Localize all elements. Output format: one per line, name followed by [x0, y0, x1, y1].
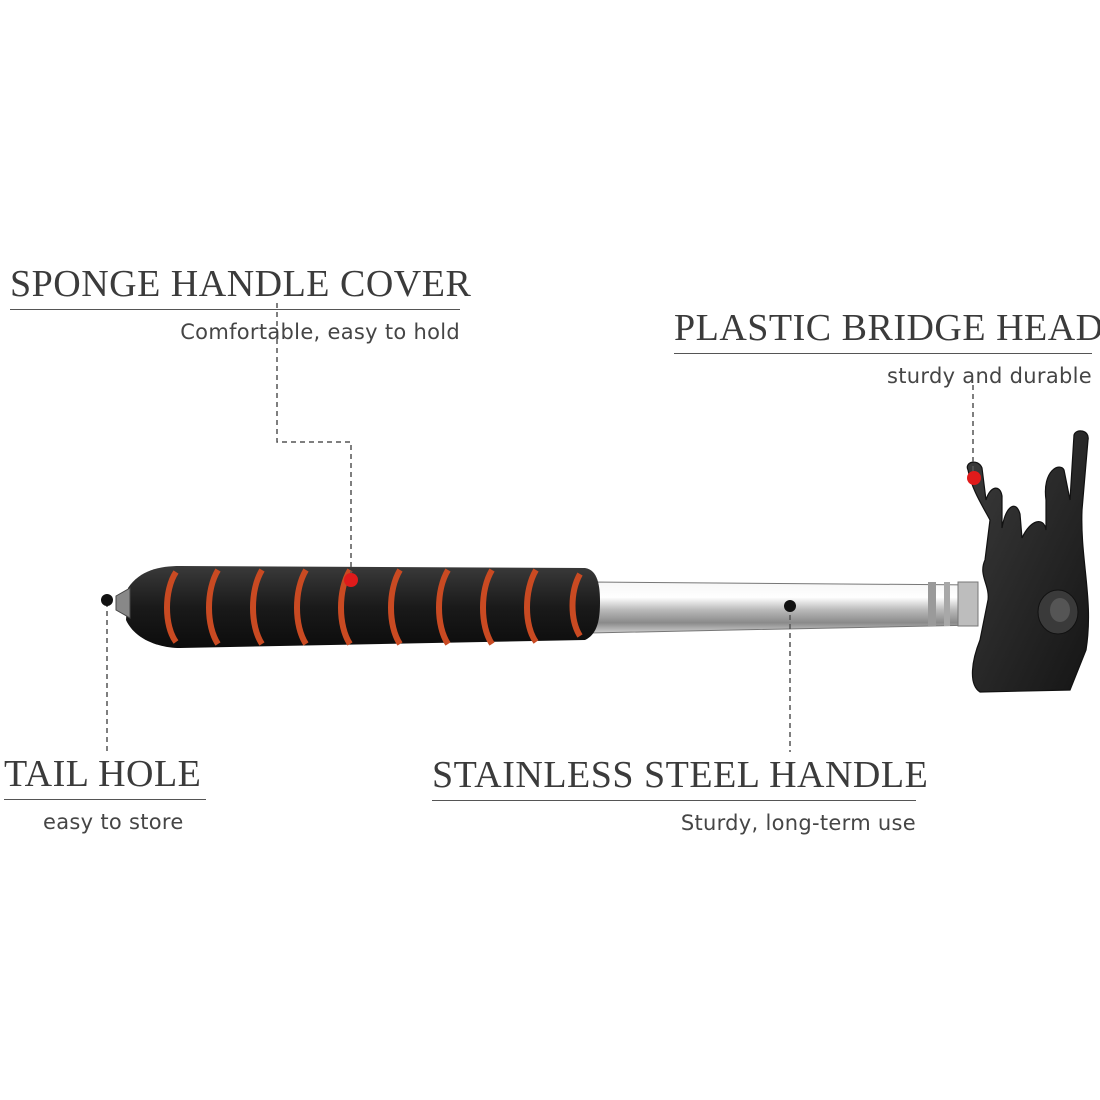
sponge-grip-icon: [126, 566, 600, 648]
sponge-marker-dot: [344, 573, 358, 587]
callout-title: PLASTIC BRIDGE HEAD: [674, 307, 1100, 349]
callout-underline: [674, 353, 1092, 354]
callout-underline: [4, 799, 206, 800]
callout-title: STAINLESS STEEL HANDLE: [432, 754, 929, 796]
callout-subtitle: sturdy and durable: [887, 364, 1092, 388]
tail-hole-icon: [115, 587, 131, 619]
callout-underline: [432, 800, 916, 801]
bridge-head-icon: [966, 430, 1090, 693]
steel-marker-dot: [784, 600, 796, 612]
leader-sponge: [276, 303, 352, 578]
steel-shaft-icon: [589, 581, 979, 634]
callout-stainless-steel-handle: STAINLESS STEEL HANDLE Sturdy, long-term…: [432, 754, 929, 835]
callout-plastic-bridge-head: PLASTIC BRIDGE HEAD sturdy and durable: [674, 307, 1100, 388]
callout-underline: [10, 309, 460, 310]
tail-marker-dot: [101, 594, 113, 606]
callout-tail-hole: TAIL HOLE easy to store: [4, 755, 206, 834]
bridge-marker-dot: [967, 471, 981, 485]
callout-subtitle: Comfortable, easy to hold: [180, 320, 460, 344]
callout-subtitle: easy to store: [43, 810, 184, 834]
leader-lines: [106, 303, 974, 752]
callout-sponge-handle-cover: SPONGE HANDLE COVER Comfortable, easy to…: [10, 263, 472, 344]
callout-title: SPONGE HANDLE COVER: [10, 263, 472, 305]
callout-title: TAIL HOLE: [4, 753, 202, 795]
callout-subtitle: Sturdy, long-term use: [680, 811, 916, 835]
